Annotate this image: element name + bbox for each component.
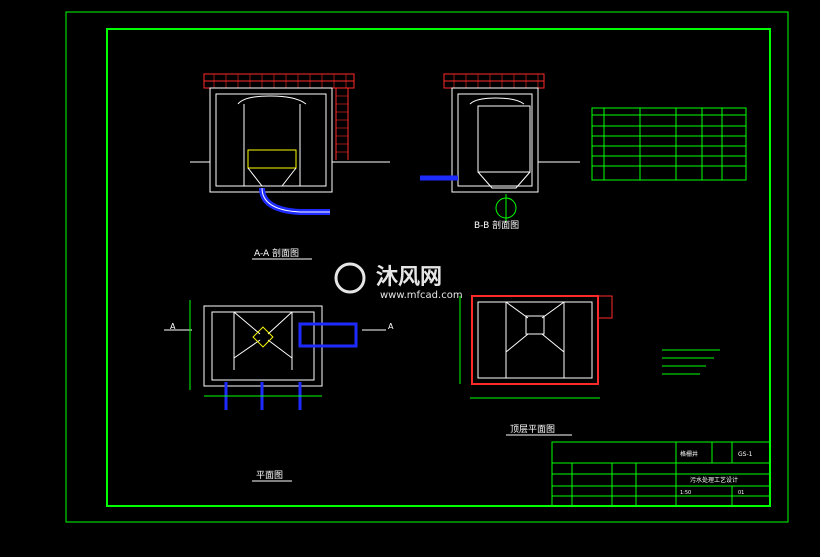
watermark-url: www.mfcad.com (380, 290, 463, 301)
plan-title: 平面图 (256, 470, 283, 481)
section-bb-view (420, 73, 580, 222)
inner-frame (106, 28, 771, 507)
section-bb-title: B-B 剖面图 (474, 219, 519, 231)
title-block-code: GS-1 (738, 451, 753, 458)
plan-view: A A (164, 300, 394, 410)
title-block: 格栅井 GS-1 污水处理工艺设计 1:50 01 (551, 441, 771, 507)
title-block-scale: 1:50 (680, 490, 691, 496)
title-block-sheet: 01 (738, 490, 744, 496)
watermark-logo-icon (334, 262, 366, 294)
title-block-drawing-name: 格栅井 (680, 450, 698, 458)
title-block-project: 污水处理工艺设计 (690, 476, 738, 484)
watermark: 沐风网 www.mfcad.com (334, 262, 463, 301)
notes-block (662, 349, 720, 375)
equipment-table (591, 107, 747, 181)
section-aa-view (190, 73, 390, 215)
plan-cut-mark-left: A (170, 322, 176, 331)
roof-plan-title: 顶层平面图 (510, 424, 555, 435)
outer-frame (65, 11, 789, 523)
watermark-brand: 沐风网 (376, 265, 442, 290)
section-aa-title: A-A 剖面图 (254, 247, 299, 259)
roof-plan-view (459, 295, 613, 399)
plan-cut-mark-right: A (388, 322, 394, 331)
